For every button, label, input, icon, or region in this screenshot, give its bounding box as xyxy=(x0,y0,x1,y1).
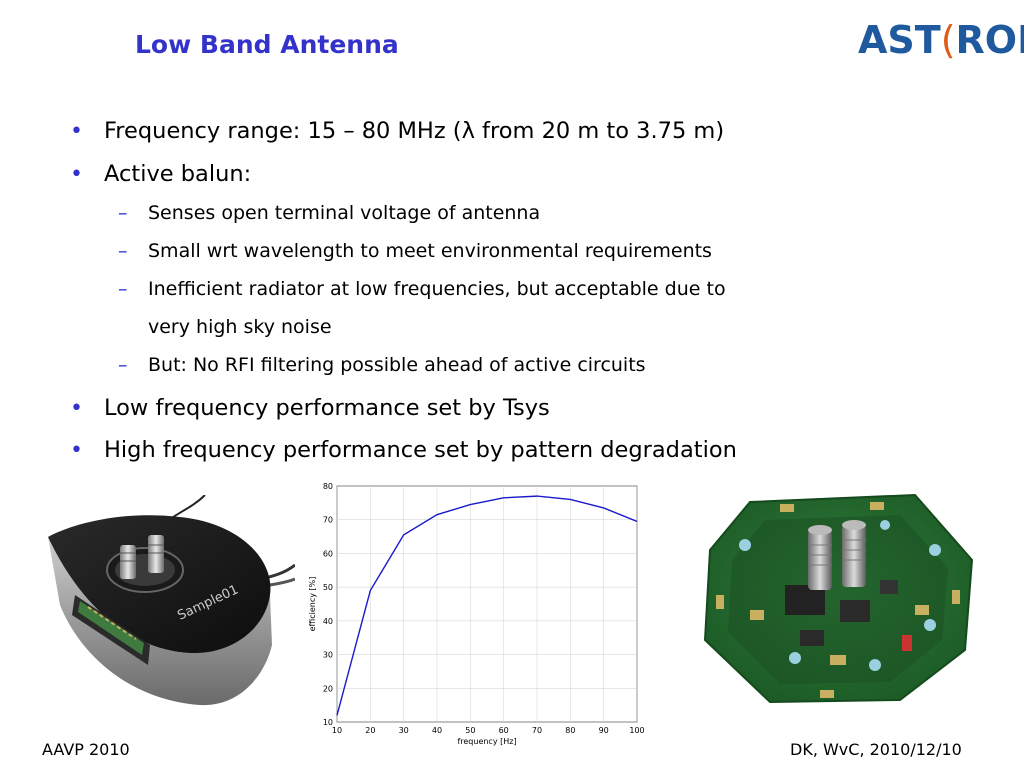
sub-bullet-item: – Small wrt wavelength to meet environme… xyxy=(118,240,712,262)
x-tick-label: 40 xyxy=(432,726,442,735)
efficiency-chart: 10 20 30 40 50 60 70 80 90 100 10 20 30 40 50 60 70 80 f… xyxy=(308,482,645,746)
sub-bullet-dash: – xyxy=(118,278,128,300)
x-tick-label: 10 xyxy=(332,726,342,735)
sub-bullet-text: But: No RFI filtering possible ahead of … xyxy=(148,354,646,376)
bullet-dot: • xyxy=(70,119,83,144)
sub-bullet-text: Small wrt wavelength to meet environment… xyxy=(148,240,712,262)
sub-bullet-item: – Senses open terminal voltage of antenn… xyxy=(118,202,541,224)
sub-bullet-text: very high sky noise xyxy=(148,316,332,338)
bullet-item: • Active balun: xyxy=(70,161,252,187)
sub-bullet-item: – But: No RFI filtering possible ahead o… xyxy=(118,354,646,376)
y-tick-labels: 10 20 30 40 50 60 70 80 xyxy=(323,482,333,727)
x-tick-label: 70 xyxy=(532,726,542,735)
sub-bullet-text: Inefficient radiator at low frequencies,… xyxy=(148,278,726,300)
sub-bullet-text: Senses open terminal voltage of antenna xyxy=(148,202,541,224)
bullet-dot: • xyxy=(70,162,83,187)
logo-paren: ( xyxy=(940,18,956,62)
chart-grid xyxy=(336,485,638,723)
y-tick-label: 50 xyxy=(323,583,333,592)
bullet-item: • High frequency performance set by patt… xyxy=(70,437,737,463)
x-tick-label: 60 xyxy=(499,726,509,735)
bullet-item: • Frequency range: 15 – 80 MHz (λ from 2… xyxy=(70,118,725,144)
y-tick-label: 80 xyxy=(323,482,333,491)
y-tick-label: 60 xyxy=(323,549,333,558)
slide-title: Low Band Antenna xyxy=(135,30,399,59)
pcb-board-photo xyxy=(703,493,974,704)
x-tick-label: 50 xyxy=(465,726,475,735)
logo-text-b: RON xyxy=(955,18,1024,62)
sub-bullet-dash: – xyxy=(118,354,128,376)
y-tick-label: 40 xyxy=(323,617,333,626)
bullet-text: Low frequency performance set by Tsys xyxy=(104,395,550,421)
bullet-dot: • xyxy=(70,396,83,421)
y-tick-label: 10 xyxy=(323,718,333,727)
plot-area xyxy=(336,485,638,723)
bullet-text: High frequency performance set by patter… xyxy=(104,437,737,463)
astron-logo: AST(RON xyxy=(858,18,1024,62)
x-tick-label: 80 xyxy=(565,726,575,735)
x-tick-label: 30 xyxy=(399,726,409,735)
efficiency-series-line xyxy=(336,495,638,716)
footer-left: AAVP 2010 xyxy=(42,740,130,759)
y-tick-label: 70 xyxy=(323,516,333,525)
x-tick-label: 100 xyxy=(629,726,644,735)
sub-bullet-dash: – xyxy=(118,240,128,262)
bullet-text: Frequency range: 15 – 80 MHz (λ from 20 … xyxy=(104,118,725,144)
sub-bullet-dash: – xyxy=(118,202,128,224)
sub-bullet-continuation: very high sky noise xyxy=(148,316,332,338)
logo-text-a: AST xyxy=(858,18,941,62)
y-tick-label: 30 xyxy=(323,651,333,660)
y-tick-label: 20 xyxy=(323,684,333,693)
balun-housing-photo: Sample01 xyxy=(48,495,295,706)
x-tick-label: 20 xyxy=(365,726,375,735)
x-tick-label: 90 xyxy=(599,726,609,735)
bullet-item: • Low frequency performance set by Tsys xyxy=(70,395,550,421)
footer-right: DK, WvC, 2010/12/10 xyxy=(790,740,962,759)
y-axis-label: efficiency [%] xyxy=(308,577,317,632)
bullet-dot: • xyxy=(70,438,83,463)
bullet-text: Active balun: xyxy=(104,161,252,187)
sub-bullet-item: – Inefficient radiator at low frequencie… xyxy=(118,278,726,300)
x-tick-labels: 10 20 30 40 50 60 70 80 90 100 xyxy=(332,726,645,735)
x-axis-label: frequency [Hz] xyxy=(457,737,516,746)
